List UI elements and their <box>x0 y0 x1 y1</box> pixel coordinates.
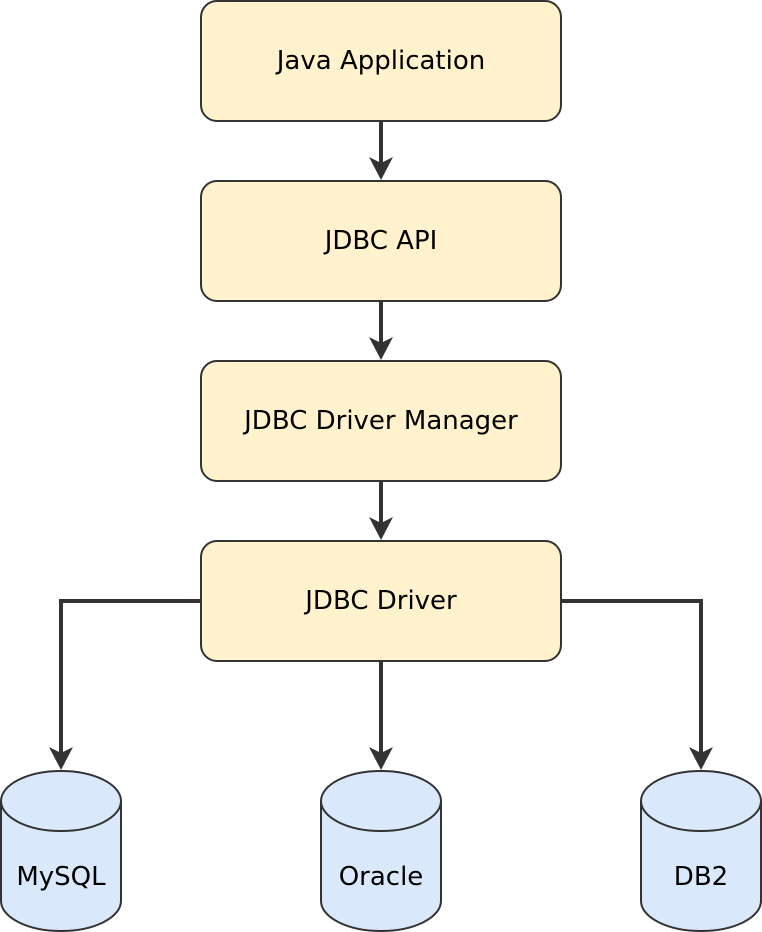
arrowhead-oracle <box>369 747 393 770</box>
mysql-label: MySQL <box>16 862 106 892</box>
arrowhead-jdbc-driver <box>369 517 393 540</box>
java-application-box: Java Application <box>200 0 562 122</box>
jdbc-api-box: JDBC API <box>200 180 562 302</box>
edge-jdbc-driver-to-db2 <box>561 599 703 766</box>
oracle-label: Oracle <box>339 862 424 892</box>
jdbc-driver-manager-label: JDBC Driver Manager <box>242 406 518 436</box>
arrowhead-jdbc-driver-manager <box>369 337 393 360</box>
db2-label: DB2 <box>674 862 728 892</box>
database-group: MySQL Oracle DB2 <box>0 770 762 932</box>
edge-jdbc-driver-to-mysql <box>59 599 201 766</box>
db2-database-icon: DB2 <box>640 770 762 932</box>
jdbc-driver-manager-box: JDBC Driver Manager <box>200 360 562 482</box>
arrowhead-db2 <box>689 747 713 770</box>
jdbc-driver-label: JDBC Driver <box>303 586 457 616</box>
connector-group <box>49 121 713 770</box>
process-box-group: Java Application JDBC API JDBC Driver Ma… <box>200 0 562 662</box>
arrowhead-jdbc-api <box>369 157 393 180</box>
mysql-database-icon: MySQL <box>0 770 122 932</box>
arrowhead-mysql <box>49 747 73 770</box>
java-application-label: Java Application <box>275 46 485 76</box>
oracle-database-icon: Oracle <box>320 770 442 932</box>
jdbc-driver-box: JDBC Driver <box>200 540 562 662</box>
jdbc-api-label: JDBC API <box>323 226 438 256</box>
